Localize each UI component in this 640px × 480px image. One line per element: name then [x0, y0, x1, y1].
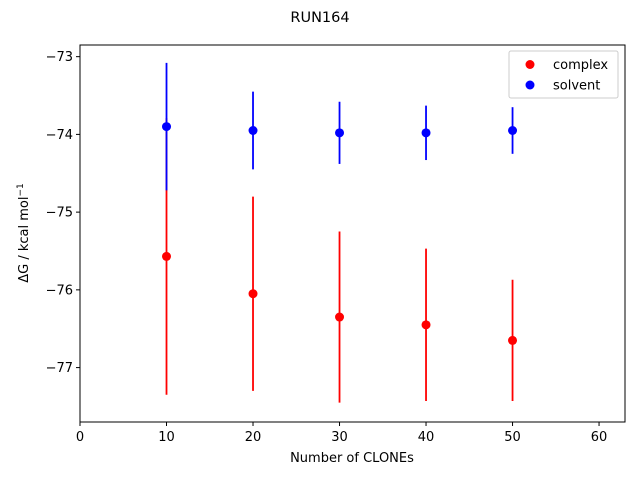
legend-label-solvent: solvent: [553, 79, 600, 94]
plot-marks: [162, 62, 518, 403]
x-axis: 0 10 20 30 40 50 60: [76, 422, 607, 445]
point-complex: [162, 251, 172, 261]
legend: complex solvent: [508, 50, 619, 99]
y-tick-label: −76: [46, 283, 73, 298]
y-axis-label-main: ΔG / kcal mol: [17, 197, 32, 283]
point-complex: [248, 289, 258, 299]
point-solvent: [248, 126, 258, 136]
x-tick-label: 60: [591, 430, 608, 445]
point-solvent: [162, 122, 172, 132]
x-tick-label: 20: [245, 430, 262, 445]
x-tick-label: 50: [504, 430, 521, 445]
point-solvent: [421, 128, 431, 138]
x-tick-label: 40: [418, 430, 435, 445]
x-tick-label: 30: [331, 430, 348, 445]
x-axis-label: Number of CLONEs: [290, 451, 414, 466]
plot-frame: [79, 44, 626, 423]
legend-label-complex: complex: [553, 58, 608, 73]
point-solvent: [508, 126, 518, 136]
y-axis: −77 −76 −75 −74 −73: [46, 50, 80, 376]
chart-title: RUN164: [290, 10, 349, 26]
legend-marker-complex: [525, 60, 535, 69]
legend-box: [508, 50, 619, 99]
y-axis-label-superscript: −1: [16, 183, 26, 196]
y-tick-label: −74: [46, 128, 73, 143]
y-tick-label: −77: [46, 361, 73, 376]
y-tick-label: −75: [46, 206, 73, 221]
y-axis-label: ΔG / kcal mol−1: [16, 183, 32, 283]
point-complex: [421, 320, 431, 330]
point-complex: [508, 335, 518, 345]
x-tick-label: 10: [158, 430, 175, 445]
point-complex: [335, 312, 345, 322]
y-tick-label: −73: [46, 50, 73, 65]
x-tick-label: 0: [76, 430, 84, 445]
point-solvent: [335, 128, 345, 138]
legend-marker-solvent: [525, 80, 535, 90]
